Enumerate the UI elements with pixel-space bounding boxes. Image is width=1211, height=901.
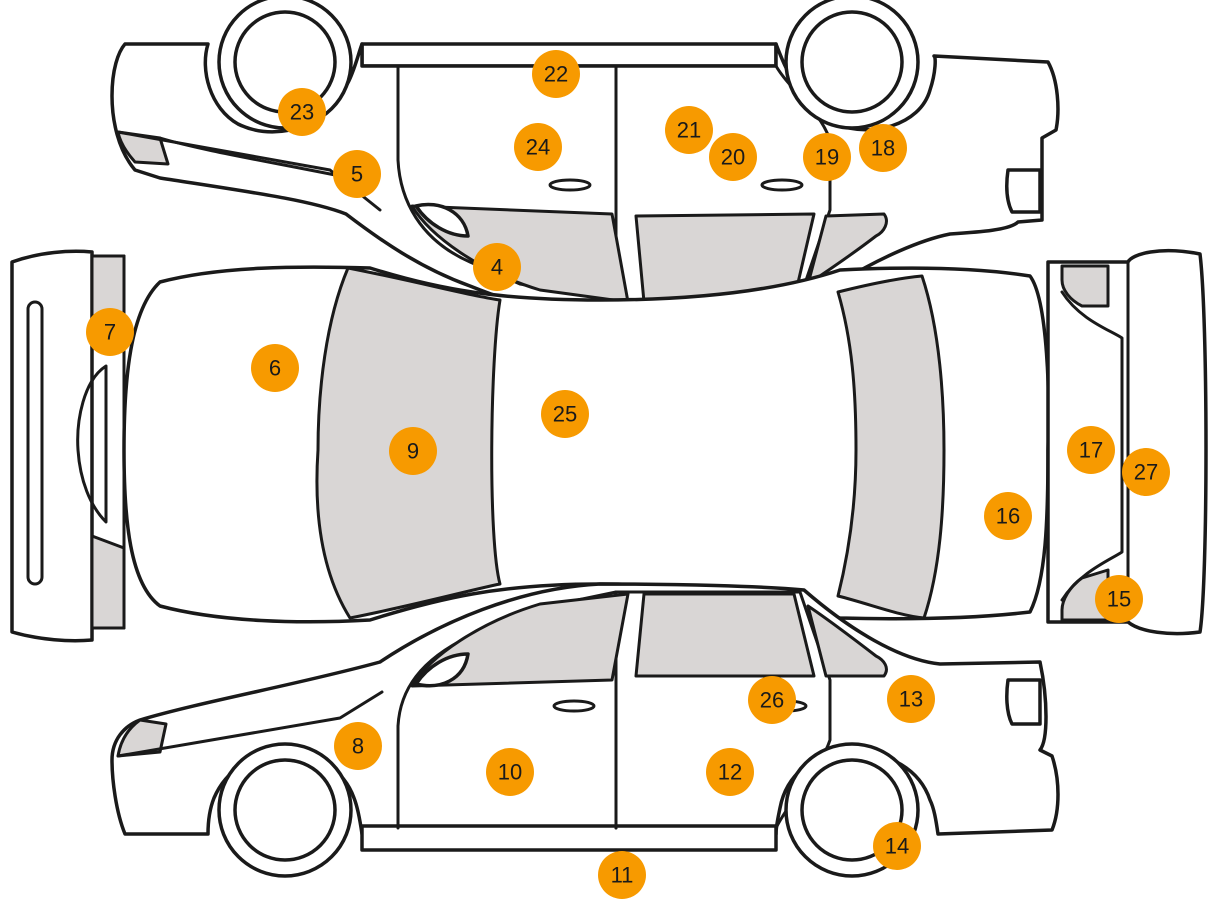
marker-label: 9	[407, 439, 419, 464]
marker-label: 10	[498, 760, 522, 785]
marker-label: 12	[718, 760, 742, 785]
marker-label: 13	[899, 687, 923, 712]
marker-label: 14	[885, 834, 909, 859]
upper-tail-light	[1007, 170, 1040, 212]
marker-4[interactable]: 4	[473, 243, 521, 291]
marker-6[interactable]: 6	[251, 344, 299, 392]
marker-13[interactable]: 13	[887, 675, 935, 723]
marker-label: 24	[526, 135, 550, 160]
lower-rear-window	[636, 594, 814, 676]
marker-11[interactable]: 11	[598, 851, 646, 899]
marker-label: 20	[721, 145, 745, 170]
marker-5[interactable]: 5	[333, 150, 381, 198]
marker-22[interactable]: 22	[532, 50, 580, 98]
marker-label: 8	[352, 734, 364, 759]
lower-rocker-panel	[362, 826, 776, 850]
marker-25[interactable]: 25	[541, 390, 589, 438]
marker-20[interactable]: 20	[709, 133, 757, 181]
marker-8[interactable]: 8	[334, 722, 382, 770]
front-right-headlight-view	[92, 536, 124, 628]
upper-rear-wheel-rim	[802, 12, 902, 112]
marker-label: 22	[544, 62, 568, 87]
marker-14[interactable]: 14	[873, 822, 921, 870]
marker-21[interactable]: 21	[665, 106, 713, 154]
lower-front-wheel-rim	[235, 760, 335, 860]
marker-label: 23	[290, 100, 314, 125]
marker-label: 19	[815, 145, 839, 170]
marker-label: 5	[351, 162, 363, 187]
marker-19[interactable]: 19	[803, 133, 851, 181]
marker-label: 27	[1134, 460, 1158, 485]
marker-label: 21	[677, 118, 701, 143]
marker-7[interactable]: 7	[86, 308, 134, 356]
marker-label: 17	[1079, 438, 1103, 463]
marker-10[interactable]: 10	[486, 748, 534, 796]
marker-24[interactable]: 24	[514, 123, 562, 171]
marker-9[interactable]: 9	[389, 427, 437, 475]
car-top-view	[12, 251, 1206, 641]
marker-label: 26	[760, 688, 784, 713]
marker-label: 7	[104, 320, 116, 345]
lower-tail-light	[1007, 680, 1040, 724]
marker-label: 15	[1107, 587, 1131, 612]
marker-12[interactable]: 12	[706, 748, 754, 796]
marker-label: 25	[553, 402, 577, 427]
marker-16[interactable]: 16	[984, 492, 1032, 540]
marker-18[interactable]: 18	[859, 124, 907, 172]
marker-23[interactable]: 23	[278, 88, 326, 136]
marker-27[interactable]: 27	[1122, 448, 1170, 496]
marker-label: 18	[871, 136, 895, 161]
marker-17[interactable]: 17	[1067, 426, 1115, 474]
marker-label: 6	[269, 356, 281, 381]
marker-label: 16	[996, 504, 1020, 529]
front-bumper-view	[12, 251, 92, 640]
marker-26[interactable]: 26	[748, 676, 796, 724]
marker-label: 4	[491, 255, 503, 280]
marker-15[interactable]: 15	[1095, 575, 1143, 623]
marker-label: 11	[611, 863, 634, 888]
